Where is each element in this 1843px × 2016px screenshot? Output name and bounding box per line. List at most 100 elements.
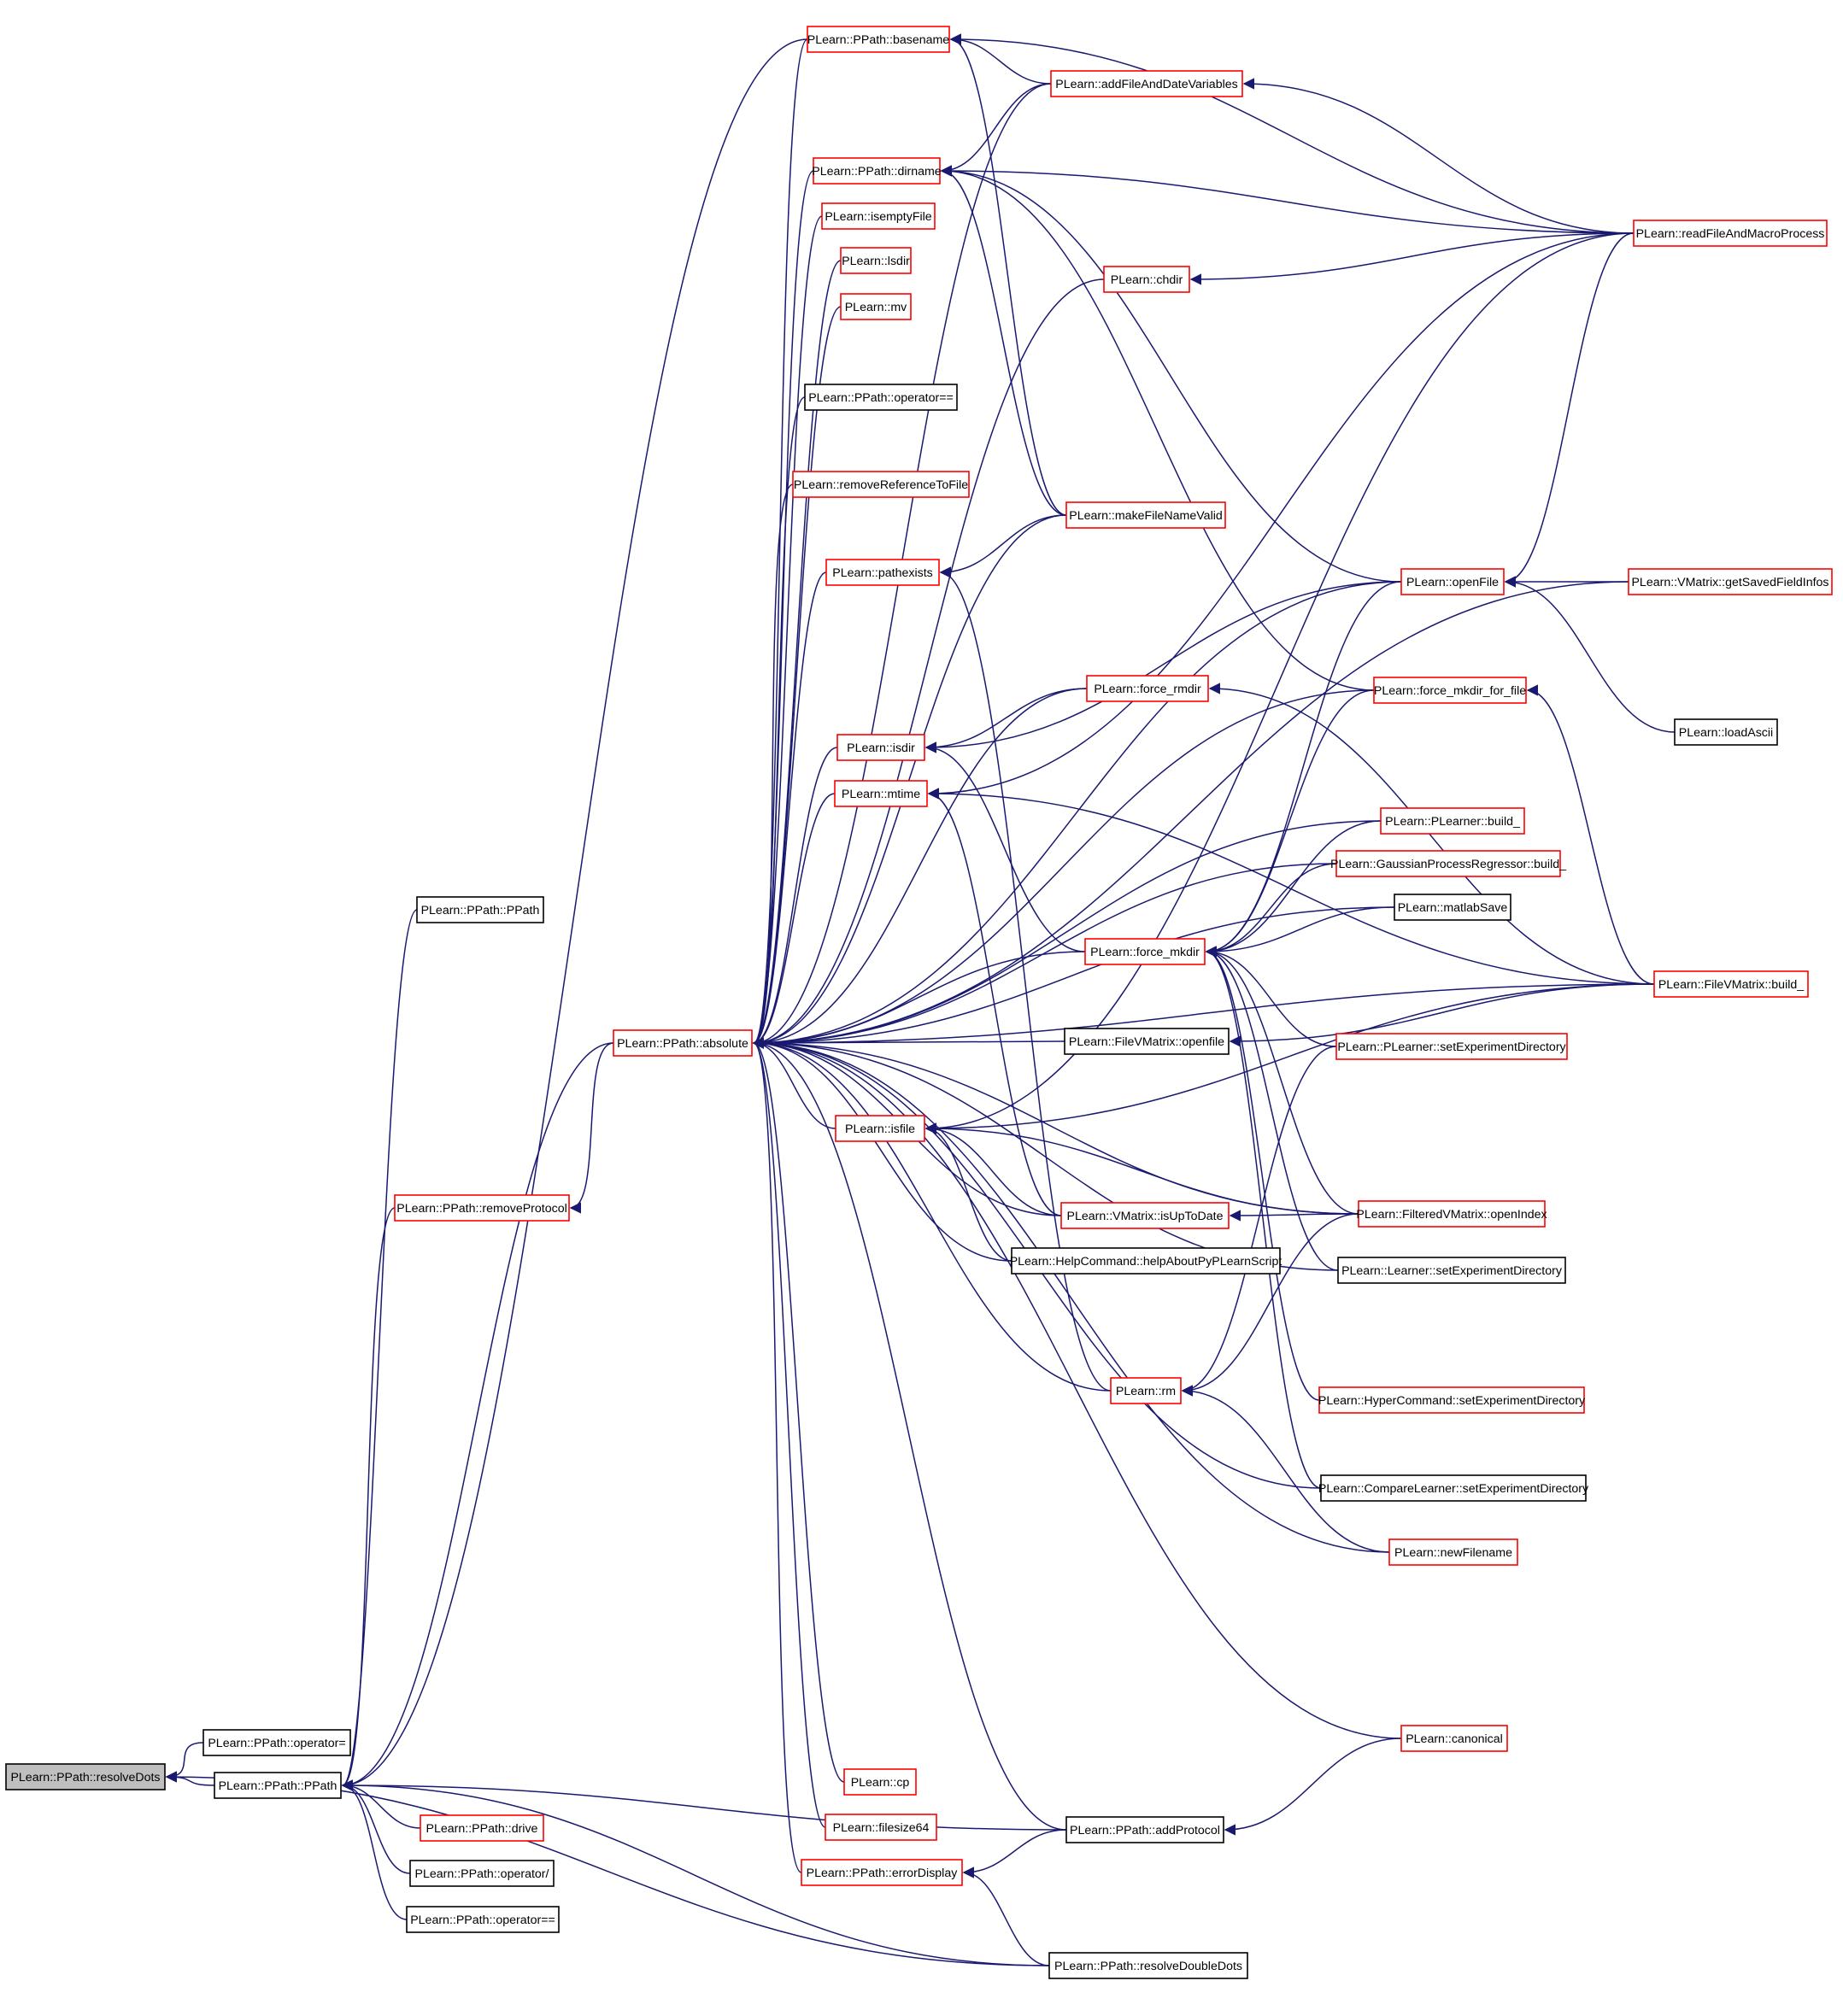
edge-line [1504, 576, 1676, 733]
node-label: PLearn::PPath::drive [426, 1822, 538, 1836]
node-label: PLearn::isfile [845, 1122, 915, 1136]
node-box [836, 734, 925, 761]
node-compare-learner-set-experiment-directory[interactable]: PLearn::CompareLearner::setExperimentDir… [1318, 1474, 1589, 1502]
node-mv[interactable]: PLearn::mv [840, 293, 912, 320]
edge-file-vmatrix-build-to-force-mkdir-for-file [1526, 684, 1655, 985]
node-pathexists[interactable]: PLearn::pathexists [825, 559, 940, 586]
node-mtime[interactable]: PLearn::mtime [834, 780, 928, 807]
node-resolve-double-dots[interactable]: PLearn::PPath::resolveDoubleDots [1048, 1952, 1248, 1979]
node-canonical[interactable]: PLearn::canonical [1400, 1725, 1508, 1752]
node-box [1633, 220, 1828, 247]
edge-operator-eq-to-resolve-dots [165, 1742, 204, 1783]
edge-rm-to-pathexists [939, 566, 1112, 1392]
node-learner-set-experiment-directory[interactable]: PLearn::Learner::setExperimentDirectory [1337, 1257, 1566, 1284]
node-label: PLearn::PPath::dirname [812, 165, 942, 179]
edge-canonical-to-absolute [752, 1037, 1402, 1739]
node-filesize64[interactable]: PLearn::filesize64 [825, 1814, 937, 1841]
edge-line [752, 483, 794, 1049]
edge-line [752, 1037, 1390, 1553]
edge-absolute-to-ppath-ppath-main [341, 1042, 614, 1791]
edge-open-file-to-absolute [752, 581, 1402, 1049]
node-chdir[interactable]: PLearn::chdir [1103, 266, 1190, 293]
node-add-protocol[interactable]: PLearn::PPath::addProtocol [1065, 1816, 1224, 1843]
node-gaussian-process-regressor-build[interactable]: PLearn::GaussianProcessRegressor::build_ [1330, 850, 1567, 877]
edge-line [752, 1037, 1012, 1262]
edge-open-file-to-dirname [940, 165, 1402, 583]
node-label: PLearn::PPath::resolveDoubleDots [1054, 1960, 1242, 1973]
node-cp[interactable]: PLearn::cp [843, 1768, 917, 1796]
node-file-vmatrix-openfile[interactable]: PLearn::FileVMatrix::openfile [1064, 1028, 1230, 1055]
node-drive[interactable]: PLearn::PPath::drive [420, 1814, 544, 1842]
node-box [843, 1768, 917, 1796]
edge-read-file-and-macro-process-to-basename [949, 33, 1635, 234]
node-new-filename[interactable]: PLearn::newFilename [1388, 1538, 1518, 1566]
node-label: PLearn::removeReferenceToFile [794, 478, 968, 492]
edge-line [752, 514, 1067, 1049]
edge-make-file-name-valid-to-basename [949, 33, 1067, 516]
node-label: PLearn::canonical [1406, 1732, 1503, 1746]
edge-read-file-and-macro-process-to-dirname [940, 165, 1635, 234]
edge-line [752, 38, 808, 1049]
node-force-mkdir[interactable]: PLearn::force_mkdir [1084, 938, 1206, 965]
node-read-file-and-macro-process[interactable]: PLearn::readFileAndMacroProcess [1633, 220, 1828, 247]
node-dirname[interactable]: PLearn::PPath::dirname [812, 157, 942, 185]
node-label: PLearn::PLearner::setExperimentDirectory [1337, 1040, 1566, 1054]
edge-line [1526, 684, 1655, 985]
node-label: PLearn::addFileAndDateVariables [1055, 78, 1237, 91]
node-label: PLearn::PLearner::build_ [1385, 815, 1521, 829]
edge-line [940, 165, 1402, 583]
edge-read-file-and-macro-process-to-mtime [927, 232, 1635, 800]
node-remove-protocol[interactable]: PLearn::PPath::removeProtocol [394, 1194, 570, 1222]
node-lsdir[interactable]: PLearn::lsdir [840, 247, 912, 274]
node-operator-eq-eq-low[interactable]: PLearn::PPath::operator== [406, 1906, 560, 1933]
node-label: PLearn::FileVMatrix::build_ [1658, 978, 1805, 992]
node-get-saved-field-infos[interactable]: PLearn::VMatrix::getSavedFieldInfos [1628, 568, 1833, 595]
node-operator-eq[interactable]: PLearn::PPath::operator= [202, 1729, 351, 1756]
edge-add-file-and-date-variables-to-dirname [940, 83, 1052, 177]
node-basename[interactable]: PLearn::PPath::basename [807, 26, 950, 53]
node-operator-slash[interactable]: PLearn::PPath::operator/ [409, 1860, 555, 1887]
node-ppath-ppath-upper[interactable]: PLearn::PPath::PPath [416, 896, 544, 923]
node-error-display[interactable]: PLearn::PPath::errorDisplay [801, 1859, 963, 1886]
node-file-vmatrix-build[interactable]: PLearn::FileVMatrix::build_ [1653, 970, 1809, 998]
node-label: PLearn::HelpCommand::helpAboutPyPLearnSc… [1010, 1255, 1282, 1269]
node-box [821, 202, 936, 230]
node-force-mkdir-for-file[interactable]: PLearn::force_mkdir_for_file [1373, 677, 1527, 704]
node-absolute[interactable]: PLearn::PPath::absolute [613, 1029, 753, 1057]
edge-is-up-to-date-to-isfile [924, 1122, 1062, 1216]
node-plearner-build[interactable]: PLearn::PLearner::build_ [1380, 807, 1525, 835]
edge-isempty-file-to-absolute [752, 215, 823, 1049]
node-load-ascii[interactable]: PLearn::loadAscii [1674, 718, 1778, 746]
node-label: PLearn::lsdir [842, 255, 910, 268]
node-isempty-file[interactable]: PLearn::isemptyFile [821, 202, 936, 230]
edge-line [1208, 683, 1655, 985]
node-make-file-name-valid[interactable]: PLearn::makeFileNameValid [1065, 501, 1226, 529]
node-box [214, 1772, 342, 1799]
node-rm[interactable]: PLearn::rm [1110, 1377, 1182, 1404]
node-open-file[interactable]: PLearn::openFile [1400, 568, 1505, 595]
node-help-about-py-plearn-script[interactable]: PLearn::HelpCommand::helpAboutPyPLearnSc… [1010, 1247, 1282, 1275]
node-label: PLearn::newFilename [1394, 1546, 1512, 1560]
node-label: PLearn::VMatrix::getSavedFieldInfos [1631, 576, 1828, 589]
node-filtered-vmatrix-open-index[interactable]: PLearn::FilteredVMatrix::openIndex [1356, 1200, 1547, 1228]
node-plearner-set-experiment-directory[interactable]: PLearn::PLearner::setExperimentDirectory [1335, 1033, 1568, 1060]
node-hyper-command-set-experiment-directory[interactable]: PLearn::HyperCommand::setExperimentDirec… [1318, 1386, 1586, 1414]
node-matlab-save[interactable]: PLearn::matlabSave [1394, 894, 1511, 921]
node-ppath-ppath-main[interactable]: PLearn::PPath::PPath [214, 1772, 342, 1799]
node-is-up-to-date[interactable]: PLearn::VMatrix::isUpToDate [1060, 1202, 1230, 1229]
node-resolve-dots[interactable]: PLearn::PPath::resolveDots [5, 1763, 166, 1790]
node-box [840, 247, 912, 274]
node-remove-reference-to-file[interactable]: PLearn::removeReferenceToFile [792, 471, 970, 498]
node-box [1335, 1033, 1568, 1060]
node-isfile[interactable]: PLearn::isfile [835, 1115, 925, 1142]
edge-absolute-to-remove-protocol [569, 1042, 614, 1214]
edge-line [1229, 983, 1655, 1047]
edge-new-filename-to-absolute [752, 1037, 1390, 1553]
node-box [409, 1860, 555, 1887]
node-add-file-and-date-variables[interactable]: PLearn::addFileAndDateVariables [1050, 70, 1243, 97]
node-isdir[interactable]: PLearn::isdir [836, 734, 925, 761]
node-force-rmdir[interactable]: PLearn::force_rmdir [1086, 675, 1209, 702]
node-operator-eq-eq-top[interactable]: PLearn::PPath::operator== [804, 384, 958, 411]
node-box [1064, 1028, 1230, 1055]
